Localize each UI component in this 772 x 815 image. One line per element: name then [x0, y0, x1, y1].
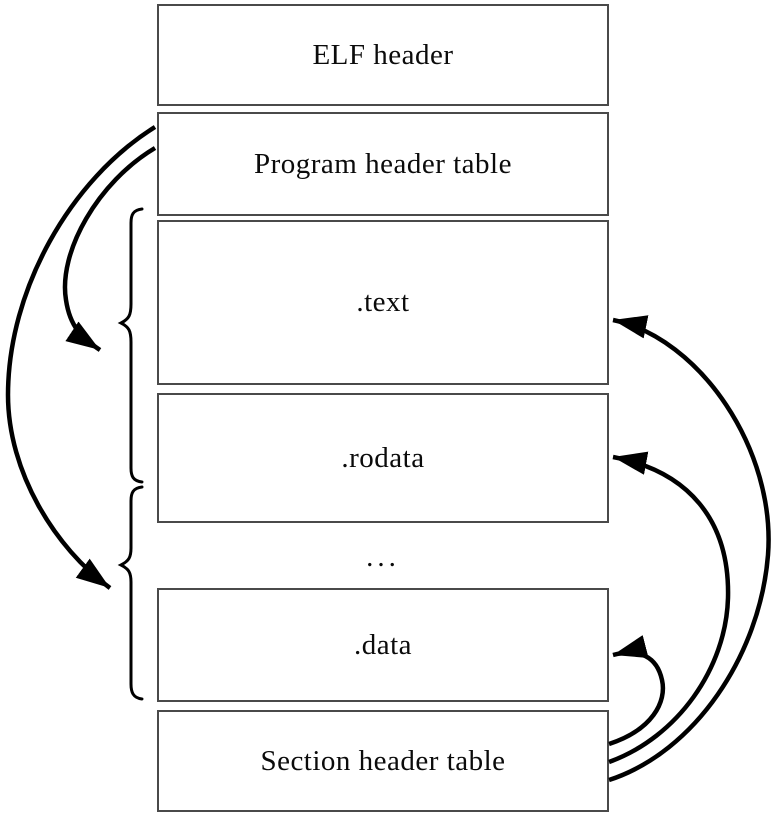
segment2-brace — [117, 485, 144, 701]
arrow-shdr-to-rodata — [608, 451, 731, 765]
program-header-table-label: Program header table — [253, 147, 512, 180]
text-section-box: .text — [157, 220, 609, 385]
elf-header-box: ELF header — [157, 4, 609, 106]
text-section-label: .text — [356, 286, 410, 318]
ellipsis-label: ... — [366, 540, 400, 573]
rodata-section-label: .rodata — [341, 441, 425, 474]
arrow-shdr-to-data — [608, 635, 666, 747]
arrow-phdr-to-segment2 — [5, 125, 157, 590]
program-header-table-box: Program header table — [157, 112, 609, 216]
more-sections-ellipsis: ... — [157, 531, 609, 583]
arrow-shdr-to-text — [608, 315, 771, 783]
rodata-section-box: .rodata — [157, 393, 609, 523]
section-header-table-box: Section header table — [157, 710, 609, 812]
arrow-phdr-to-segment1 — [62, 146, 157, 352]
data-section-label: .data — [353, 628, 413, 661]
segment1-brace — [117, 207, 144, 484]
data-section-box: .data — [157, 588, 609, 702]
elf-header-label: ELF header — [312, 38, 454, 71]
section-header-table-label: Section header table — [260, 744, 506, 777]
